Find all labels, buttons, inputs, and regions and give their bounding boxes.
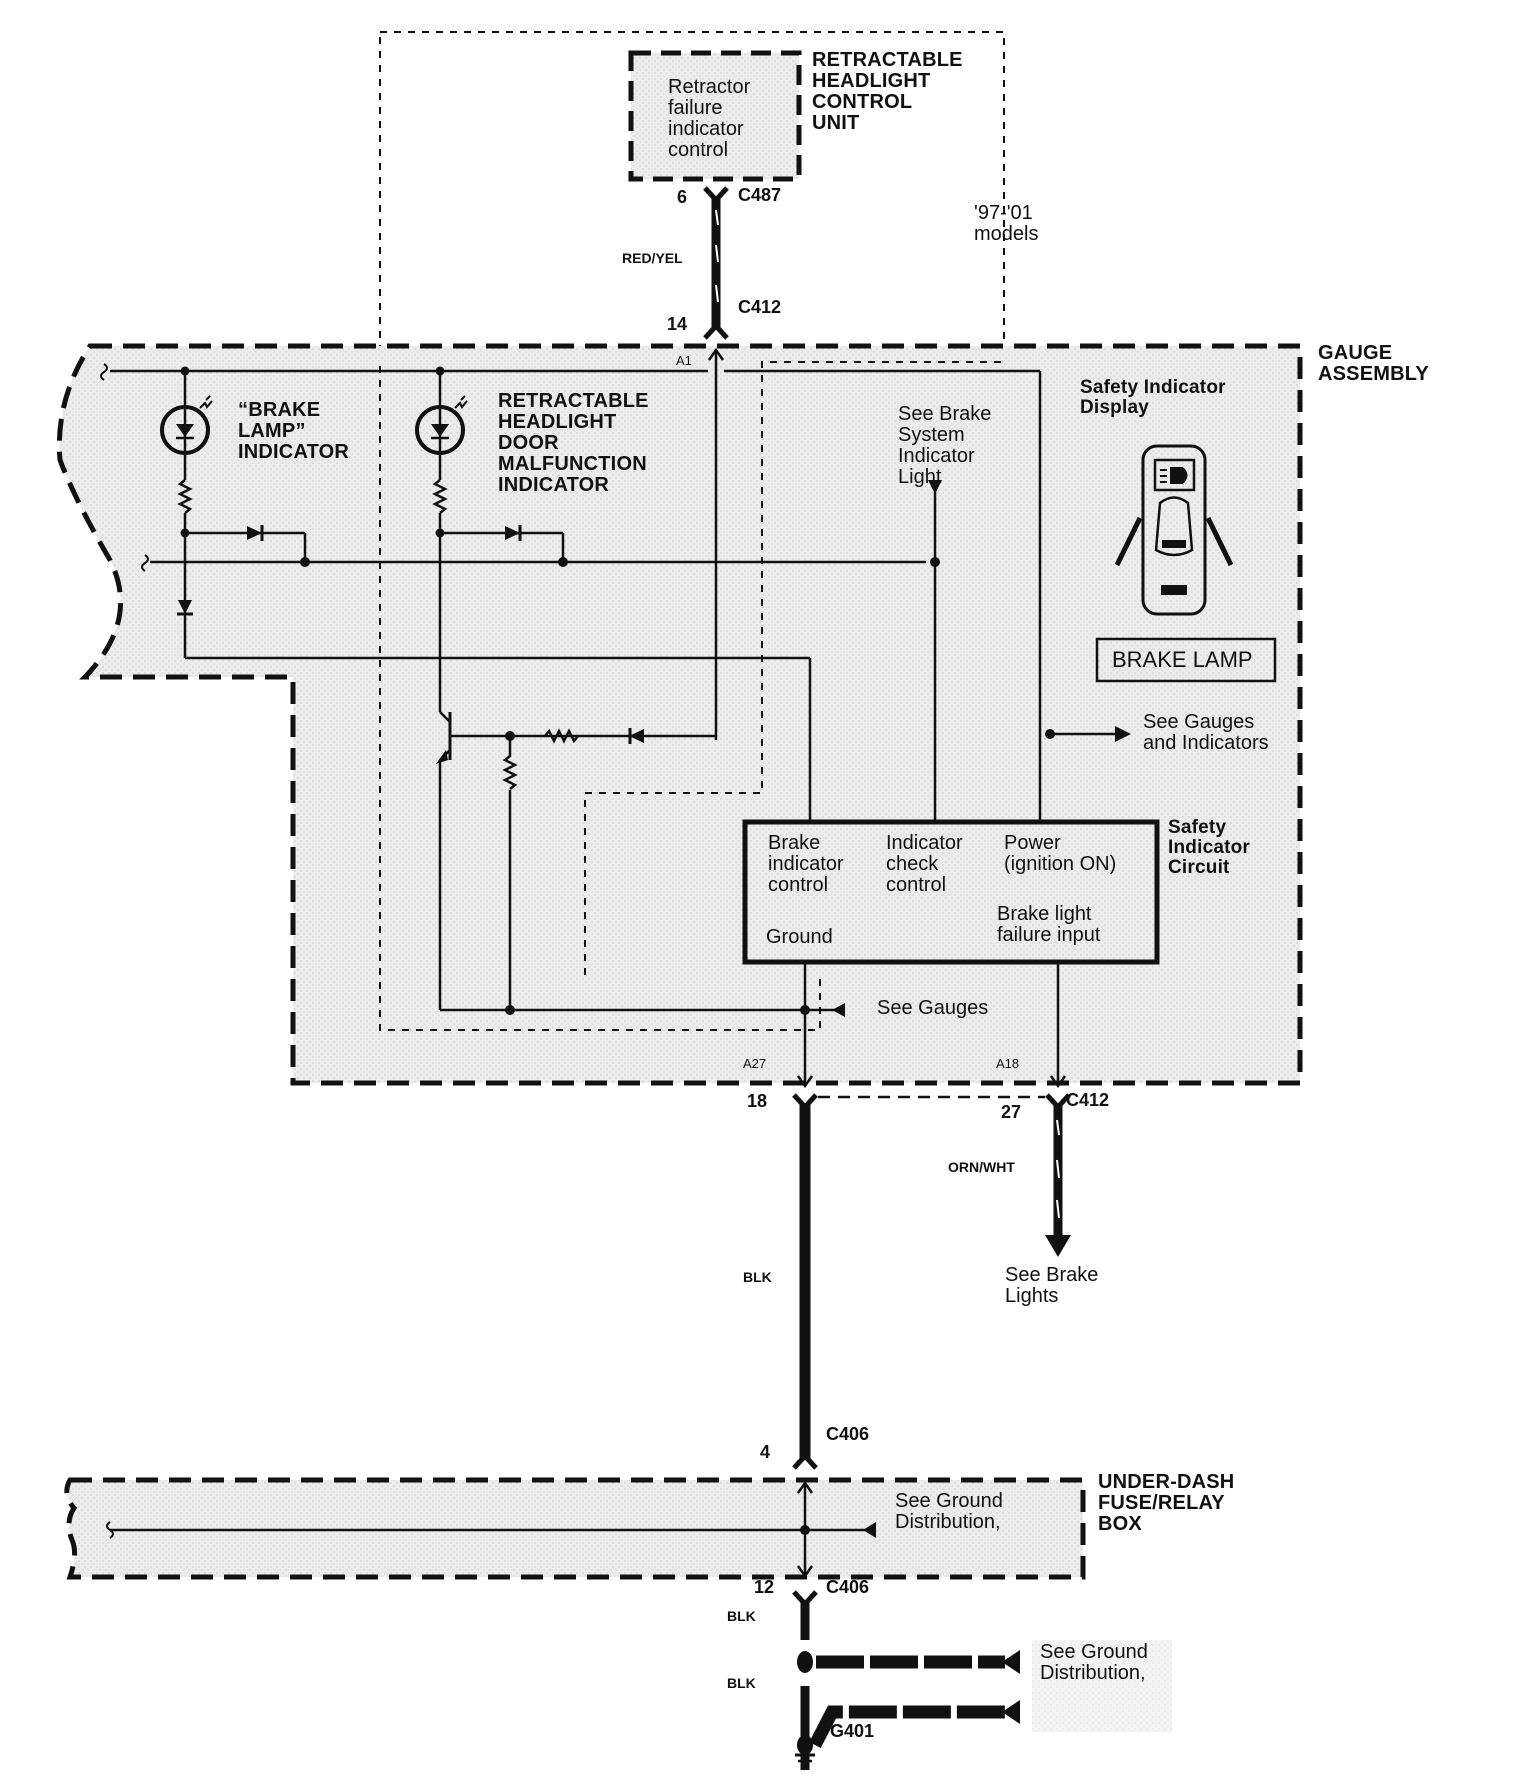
- terminal-a27: A27: [743, 1056, 767, 1071]
- see-gauges-indicators-label: See Gauges and Indicators: [1143, 711, 1269, 754]
- see-brake-lights-label: See Brake Lights: [1005, 1264, 1099, 1307]
- brake-lamp-bulb-icon: [160, 405, 210, 455]
- resistor-icon: [177, 479, 193, 514]
- safety-indicator-circuit-box: [742, 819, 1160, 965]
- retractable-control-unit-title: RETRACTABLE HEADLIGHT CONTROL UNIT: [812, 49, 963, 134]
- brake-indicator-control-label: Brake indicator control: [768, 832, 844, 896]
- ground-distribution-arrow-icon: [1002, 1650, 1020, 1674]
- brake-lamp-display-box: [1095, 637, 1277, 683]
- c406-pin-4: 4: [760, 1442, 771, 1462]
- safety-indicator-display-icon: [1114, 444, 1234, 616]
- ground-distribution-label: See Ground Distribution,: [1040, 1641, 1148, 1684]
- wire-label-red-yel: RED/YEL: [622, 250, 683, 266]
- wire-label-orn-wht: ORN/WHT: [948, 1159, 1015, 1175]
- terminal-a1: A1: [676, 353, 692, 368]
- brake-system-indicator-arrow-icon: [928, 480, 942, 494]
- brake-lamp-indicator-label: “BRAKE LAMP” INDICATOR: [238, 399, 350, 463]
- c406-bottom-connector: C406: [826, 1577, 870, 1597]
- wire-label-blk-lower-2: BLK: [727, 1675, 756, 1691]
- resistor-icon: [544, 728, 579, 744]
- retractable-indicator-bulb-icon: [415, 405, 465, 455]
- see-brake-system-label: See Brake System Indicator Light: [898, 403, 992, 488]
- c406-pin-12: 12: [754, 1577, 775, 1597]
- diode-icon: [178, 600, 192, 614]
- c412-top-pin: 14: [667, 314, 688, 334]
- c487-connector: C487: [738, 185, 782, 205]
- diode-icon: [629, 729, 644, 743]
- safety-circuit-title: Safety Indicator Circuit: [1168, 817, 1251, 878]
- under-dash-box-title: UNDER-DASH FUSE/RELAY BOX: [1098, 1471, 1235, 1535]
- c412-top-connector: C412: [738, 297, 782, 317]
- models-variant-boundary: [379, 31, 1005, 367]
- c406-top-connector: C406: [826, 1424, 870, 1444]
- power-label: Power (ignition ON): [1004, 832, 1117, 875]
- retractable-door-indicator-label: RETRACTABLE HEADLIGHT DOOR MALFUNCTION I…: [498, 390, 649, 496]
- c412-pin-18: 18: [747, 1091, 768, 1111]
- wire-label-blk-main: BLK: [743, 1269, 772, 1285]
- under-dash-ground-arrow-icon: [863, 1522, 876, 1538]
- models-note: '97-'01 models: [974, 202, 1039, 245]
- g401-ground-label: G401: [830, 1721, 875, 1741]
- under-dash-box-boundary: [64, 1477, 1086, 1580]
- diode-icon: [505, 526, 520, 540]
- brake-light-failure-label: Brake light failure input: [997, 903, 1101, 946]
- see-brake-lights-arrow-icon: [1045, 1235, 1071, 1257]
- gauge-assembly-title: GAUGE ASSEMBLY: [1318, 342, 1429, 385]
- retractable-control-unit-box: [628, 50, 802, 182]
- safety-display-title: Safety Indicator Display: [1080, 377, 1226, 418]
- c487-pin: 6: [677, 187, 688, 207]
- under-dash-see-ground-label: See Ground Distribution,: [895, 1490, 1003, 1533]
- indicator-check-control-label: Indicator check control: [886, 832, 963, 896]
- see-gauges-arrow-icon: [832, 1003, 845, 1017]
- see-gauges-indicators-arrow-icon: [1115, 726, 1131, 742]
- retractor-failure-label: Retractor failure indicator control: [668, 76, 751, 161]
- diode-icon: [247, 526, 262, 540]
- c412-lower-connector: C412: [1066, 1090, 1110, 1110]
- wire-label-blk-lower-1: BLK: [727, 1608, 756, 1624]
- see-gauges-label: See Gauges: [877, 997, 989, 1019]
- ground-symbol-icon: [795, 1735, 815, 1768]
- resistor-icon: [502, 736, 518, 790]
- terminal-a18: A18: [996, 1056, 1020, 1071]
- brake-lamp-display-label: BRAKE LAMP: [1112, 647, 1253, 672]
- inner-variant-boundary-left: [379, 361, 1004, 1031]
- c412-pin-27: 27: [1001, 1102, 1022, 1122]
- ground-label: Ground: [766, 926, 833, 948]
- resistor-icon: [432, 479, 448, 514]
- ground-distribution-arrow-icon: [1002, 1700, 1020, 1724]
